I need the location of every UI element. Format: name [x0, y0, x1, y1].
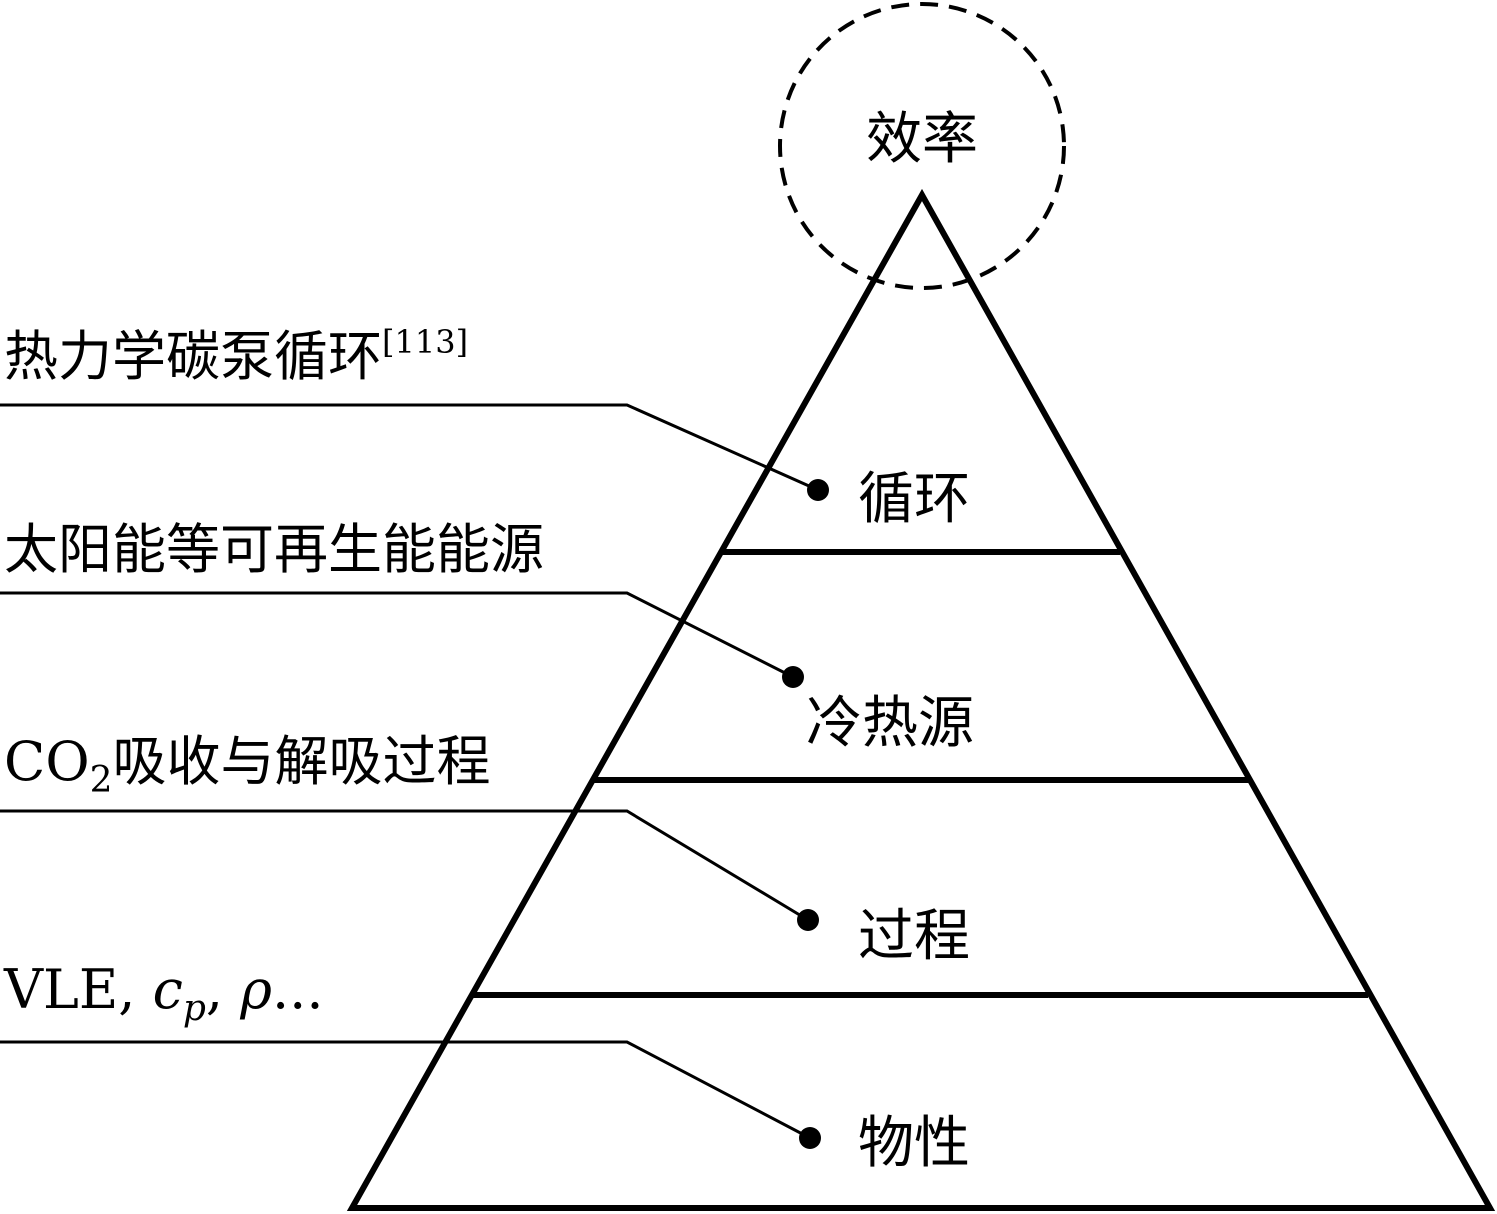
annotation-heat-source: 太阳能等可再生能能源	[4, 518, 544, 581]
leader-dot-heat-source	[782, 666, 804, 688]
annotation-process: CO2吸收与解吸过程	[4, 730, 491, 801]
layer-label-cycle: 循环	[858, 467, 970, 532]
leader-line-heat-source	[0, 591, 794, 679]
annotation-cycle: 热力学碳泵循环[113]	[4, 323, 468, 388]
efficiency-dashed-circle	[778, 2, 1066, 290]
annotation-properties: VLE, cp, ρ...	[3, 958, 324, 1029]
layer-label-heat-source: 冷热源	[806, 691, 974, 756]
layer-label-process: 过程	[858, 904, 970, 969]
apex-label: 效率	[866, 107, 978, 172]
leader-line-process	[0, 809, 809, 922]
leader-line-cycle	[0, 403, 819, 492]
pyramid-outline	[346, 188, 1496, 1211]
leader-dot-process	[797, 909, 819, 931]
leader-line-properties	[0, 1040, 811, 1140]
layer-label-properties: 物性	[858, 1111, 970, 1176]
leader-dot-cycle	[807, 479, 829, 501]
leader-dot-properties	[799, 1127, 821, 1149]
